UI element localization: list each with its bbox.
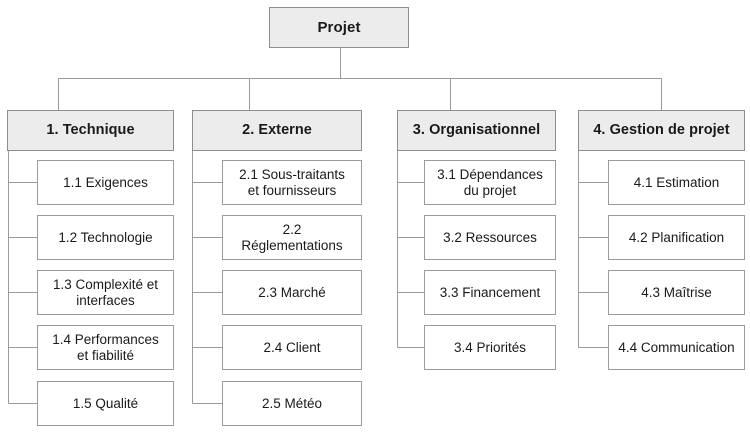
- node-leaf-label: 4.4 Communication: [618, 339, 735, 355]
- node-leaf-label: 3.1 Dépendances du projet: [437, 166, 543, 198]
- node-category-externe[interactable]: 2. Externe: [192, 110, 362, 151]
- node-leaf-label: 1.2 Technologie: [58, 229, 153, 245]
- node-leaf-2-1[interactable]: 2.1 Sous-traitants et fournisseurs: [222, 160, 362, 205]
- node-category-label: 3. Organisationnel: [412, 121, 541, 138]
- node-category-label: 2. Externe: [242, 121, 312, 138]
- node-category-organisationnel[interactable]: 3. Organisationnel: [397, 110, 556, 151]
- node-leaf-label: 3.4 Priorités: [453, 339, 527, 355]
- node-leaf-2-4[interactable]: 2.4 Client: [222, 325, 362, 370]
- node-leaf-1-5[interactable]: 1.5 Qualité: [37, 381, 174, 426]
- node-leaf-label: 4.3 Maîtrise: [641, 284, 712, 300]
- node-leaf-2-5[interactable]: 2.5 Météo: [222, 381, 362, 426]
- node-root-projet[interactable]: Projet: [269, 7, 409, 48]
- node-leaf-1-3[interactable]: 1.3 Complexité et interfaces: [37, 270, 174, 315]
- node-leaf-1-4[interactable]: 1.4 Performances et fiabilité: [37, 325, 174, 370]
- node-root-label: Projet: [317, 18, 361, 36]
- node-leaf-4-3[interactable]: 4.3 Maîtrise: [608, 270, 745, 315]
- node-leaf-2-2[interactable]: 2.2 Réglementations: [222, 215, 362, 260]
- node-leaf-3-1[interactable]: 3.1 Dépendances du projet: [424, 160, 556, 205]
- node-leaf-label: 2.2 Réglementations: [241, 221, 343, 253]
- node-leaf-label: 3.2 Ressources: [443, 229, 537, 245]
- node-leaf-label: 1.3 Complexité et interfaces: [52, 276, 159, 308]
- node-leaf-1-1[interactable]: 1.1 Exigences: [37, 160, 174, 205]
- node-leaf-label: 4.1 Estimation: [633, 174, 720, 190]
- node-leaf-2-3[interactable]: 2.3 Marché: [222, 270, 362, 315]
- node-category-label: 1. Technique: [46, 121, 135, 138]
- node-category-label: 4. Gestion de projet: [593, 121, 730, 138]
- node-leaf-4-4[interactable]: 4.4 Communication: [608, 325, 745, 370]
- node-leaf-label: 2.5 Météo: [261, 395, 323, 411]
- node-category-technique[interactable]: 1. Technique: [7, 110, 174, 151]
- node-leaf-3-4[interactable]: 3.4 Priorités: [424, 325, 556, 370]
- node-leaf-label: 1.4 Performances et fiabilité: [52, 331, 159, 363]
- node-leaf-label: 3.3 Financement: [439, 284, 541, 300]
- node-leaf-label: 4.2 Planification: [628, 229, 725, 245]
- node-leaf-label: 1.1 Exigences: [63, 174, 148, 190]
- node-category-gestion-de-projet[interactable]: 4. Gestion de projet: [578, 110, 745, 151]
- node-leaf-3-3[interactable]: 3.3 Financement: [424, 270, 556, 315]
- node-leaf-label: 2.1 Sous-traitants et fournisseurs: [239, 166, 345, 198]
- node-leaf-1-2[interactable]: 1.2 Technologie: [37, 215, 174, 260]
- node-leaf-4-2[interactable]: 4.2 Planification: [608, 215, 745, 260]
- node-leaf-4-1[interactable]: 4.1 Estimation: [608, 160, 745, 205]
- node-leaf-3-2[interactable]: 3.2 Ressources: [424, 215, 556, 260]
- node-leaf-label: 2.3 Marché: [258, 284, 326, 300]
- node-leaf-label: 2.4 Client: [263, 339, 321, 355]
- node-leaf-label: 1.5 Qualité: [72, 395, 139, 411]
